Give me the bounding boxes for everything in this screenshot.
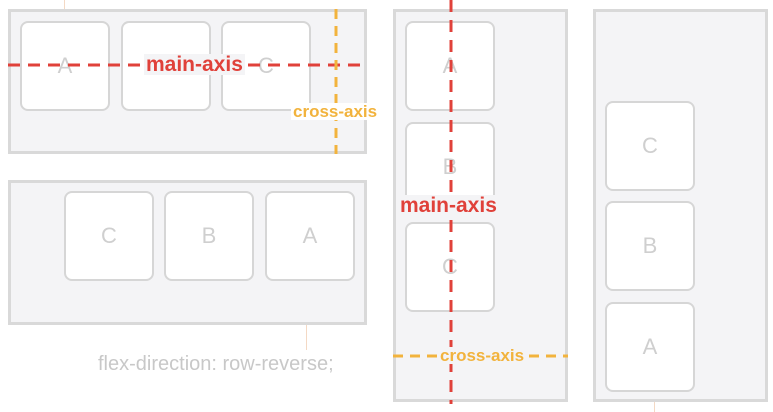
flex-item-b: B (164, 191, 254, 281)
flex-item-a: A (405, 21, 495, 111)
flex-container-column-reverse: C B A (593, 9, 768, 402)
main-axis-label-row: main-axis (144, 53, 245, 76)
flex-item-a: A (20, 21, 110, 111)
cross-axis-label-column: cross-axis (438, 346, 527, 365)
connector-line-bottom (654, 400, 655, 412)
flex-container-row: A B C (8, 9, 367, 154)
flex-item-c: C (605, 101, 695, 191)
connector-line-top (64, 0, 65, 10)
connector-line-caption (306, 324, 307, 350)
flex-item-a: A (265, 191, 355, 281)
flex-item-b: B (605, 201, 695, 291)
flex-item-a: A (605, 302, 695, 392)
main-axis-label-column: main-axis (398, 194, 499, 217)
flex-direction-caption: flex-direction: row-reverse; (98, 353, 334, 375)
flex-item-c: C (405, 222, 495, 312)
flex-container-row-reverse: C B A (8, 180, 367, 325)
cross-axis-label-row: cross-axis (291, 102, 380, 121)
flex-item-c: C (64, 191, 154, 281)
